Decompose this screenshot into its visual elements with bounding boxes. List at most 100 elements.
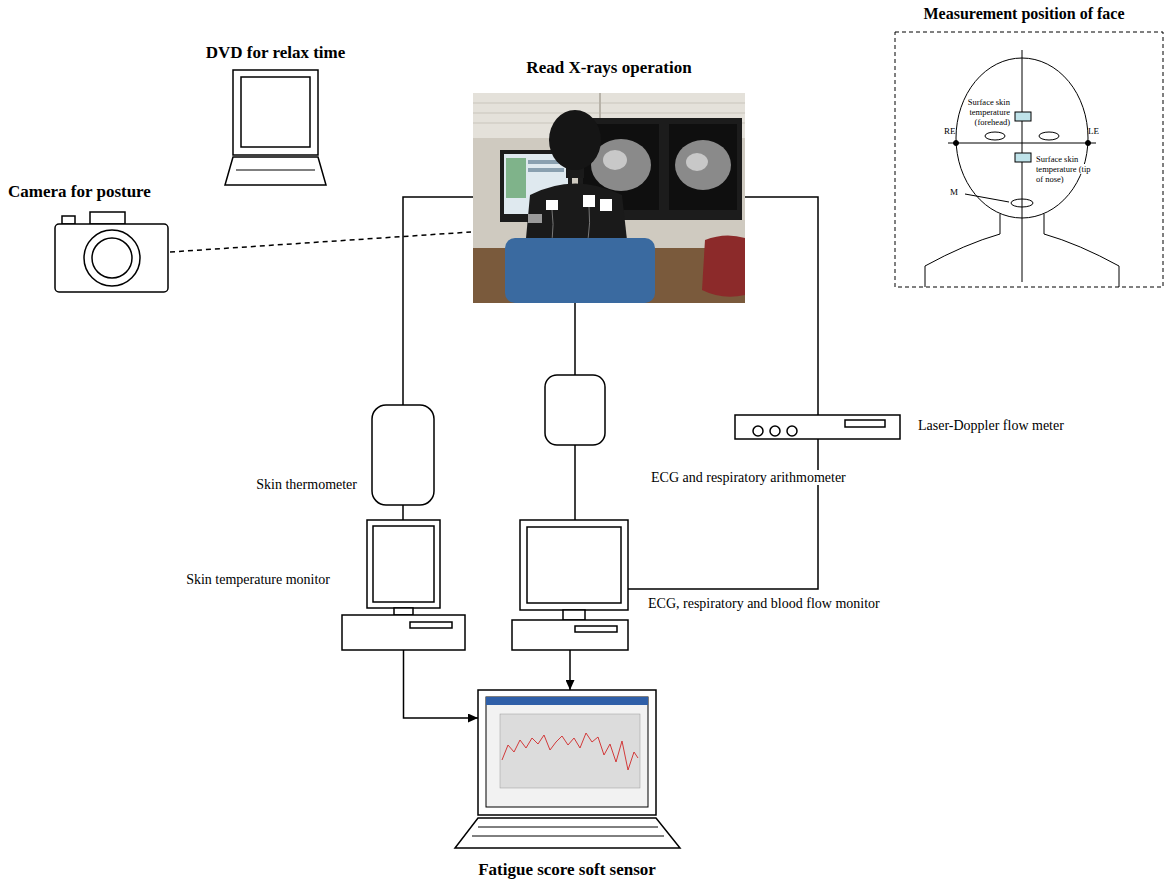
ecg-device-icon bbox=[545, 375, 605, 445]
face-diagram bbox=[1039, 132, 1059, 140]
operator-photo bbox=[546, 200, 558, 210]
face-diagram bbox=[985, 132, 1005, 140]
dvd-laptop: DVD for relax time bbox=[223, 70, 328, 185]
face-diagram bbox=[948, 143, 1096, 144]
camera-icon bbox=[62, 216, 75, 224]
ecg-device-icon bbox=[545, 375, 605, 445]
camera-icon bbox=[84, 230, 140, 286]
camera-icon bbox=[90, 212, 125, 224]
face-marker-label: RE bbox=[944, 127, 956, 137]
label-patch: ECG and respiratory arithmometer bbox=[650, 470, 847, 485]
operator-photo bbox=[669, 124, 737, 210]
flow-meter: Laser-Doppler flow meter bbox=[735, 415, 900, 439]
operator-photo bbox=[528, 214, 542, 223]
laptop-icon bbox=[486, 697, 648, 807]
sensor-device: Skin thermometer bbox=[372, 405, 434, 505]
laptop-icon bbox=[486, 697, 648, 705]
label-patch: Surface skin temperature (forehead) bbox=[967, 97, 1011, 127]
connector-line bbox=[403, 197, 473, 405]
computer-icon bbox=[520, 520, 628, 610]
dvd-laptop-icon bbox=[241, 77, 310, 147]
laser-doppler-icon bbox=[845, 420, 885, 427]
laser-doppler-icon bbox=[753, 426, 763, 436]
device-label: Surface skin temperature (forehead) bbox=[953, 98, 1011, 127]
face-marker-label: LE bbox=[1088, 127, 1099, 137]
operator-photo bbox=[686, 153, 708, 171]
connector-line bbox=[569, 650, 571, 690]
connector-line bbox=[574, 445, 576, 520]
operator-photo bbox=[473, 103, 745, 104]
laptop-icon bbox=[478, 690, 656, 815]
sensor-device: ECG and respiratory arithmometer bbox=[545, 375, 605, 445]
camera: Camera for posture bbox=[55, 212, 168, 292]
laptop-icon bbox=[472, 836, 664, 837]
operator-photo bbox=[473, 93, 745, 303]
dvd-laptop-icon bbox=[233, 70, 318, 155]
device-label: Laser-Doppler flow meter bbox=[918, 418, 1158, 434]
laser-doppler-icon bbox=[770, 426, 780, 436]
operator-photo bbox=[675, 140, 731, 190]
heading-label: DVD for relax time bbox=[168, 43, 383, 63]
operator-photo bbox=[473, 93, 745, 303]
computer-icon bbox=[373, 526, 434, 602]
laptop-icon bbox=[500, 714, 640, 788]
monitor-computer: Skin temperature monitor bbox=[342, 520, 465, 650]
sensor-patch: Surface skin temperature (tip of nose) bbox=[1015, 153, 1031, 162]
laser-doppler-icon bbox=[787, 426, 797, 436]
operator-photo bbox=[702, 235, 745, 296]
skin-thermometer-icon bbox=[372, 405, 434, 505]
computer-icon bbox=[527, 527, 621, 603]
laser-doppler-icon bbox=[735, 415, 900, 439]
face-diagram bbox=[1022, 50, 1023, 282]
face-diagram bbox=[895, 32, 1163, 287]
computer-icon bbox=[394, 608, 413, 615]
operator-photo bbox=[583, 195, 595, 207]
operator-photo bbox=[528, 168, 564, 172]
label-patch: Surface skin temperature (tip of nose) bbox=[1035, 154, 1092, 184]
camera-icon bbox=[55, 224, 168, 292]
computer-icon bbox=[367, 520, 440, 608]
dvd-laptop-icon bbox=[225, 157, 326, 185]
operator-photo bbox=[549, 110, 601, 170]
device-label: ECG and respiratory arithmometer bbox=[650, 470, 950, 486]
computer-icon bbox=[342, 520, 465, 650]
connector-line bbox=[170, 232, 471, 252]
laptop-icon bbox=[455, 690, 680, 848]
laser-doppler-icon bbox=[735, 415, 900, 439]
operator-photo bbox=[505, 238, 655, 303]
operator-photo bbox=[664, 118, 742, 220]
operator-photo bbox=[473, 93, 745, 303]
computer-icon bbox=[575, 626, 617, 632]
laptop-icon bbox=[455, 818, 680, 848]
device-label: Skin thermometer bbox=[172, 477, 357, 493]
device-label: Surface skin temperature (tip of nose) bbox=[1035, 155, 1097, 184]
operator-photo bbox=[473, 113, 745, 114]
camera-icon bbox=[92, 238, 132, 278]
laptop-icon bbox=[478, 827, 658, 828]
face-diagram bbox=[925, 214, 1000, 287]
laptop-icon bbox=[502, 733, 638, 770]
connector-line bbox=[745, 197, 818, 415]
photo-panel: Read X-rays operation bbox=[473, 93, 745, 303]
computer-icon bbox=[342, 615, 465, 650]
device-label: Skin temperature monitor bbox=[107, 572, 330, 588]
computer-icon bbox=[410, 622, 452, 628]
face-diagram bbox=[1015, 153, 1031, 162]
heading-label: Read X-rays operation bbox=[453, 58, 765, 78]
skin-thermometer-icon bbox=[372, 405, 434, 505]
computer-icon bbox=[563, 610, 585, 620]
operator-photo bbox=[506, 158, 526, 198]
face-diagram bbox=[895, 32, 1163, 287]
connector-line bbox=[402, 505, 404, 520]
dvd-laptop-icon bbox=[236, 170, 315, 171]
face-diagram bbox=[1015, 112, 1031, 121]
connector-line bbox=[628, 439, 818, 589]
dvd-laptop-icon bbox=[225, 70, 326, 185]
sensor-patch: Surface skin temperature (forehead) bbox=[1015, 112, 1031, 121]
operator-photo bbox=[603, 150, 627, 170]
camera-icon bbox=[55, 212, 168, 292]
heading-label: Measurement position of face bbox=[885, 5, 1163, 23]
computer-icon bbox=[512, 620, 628, 650]
face-diagram bbox=[1011, 199, 1033, 207]
